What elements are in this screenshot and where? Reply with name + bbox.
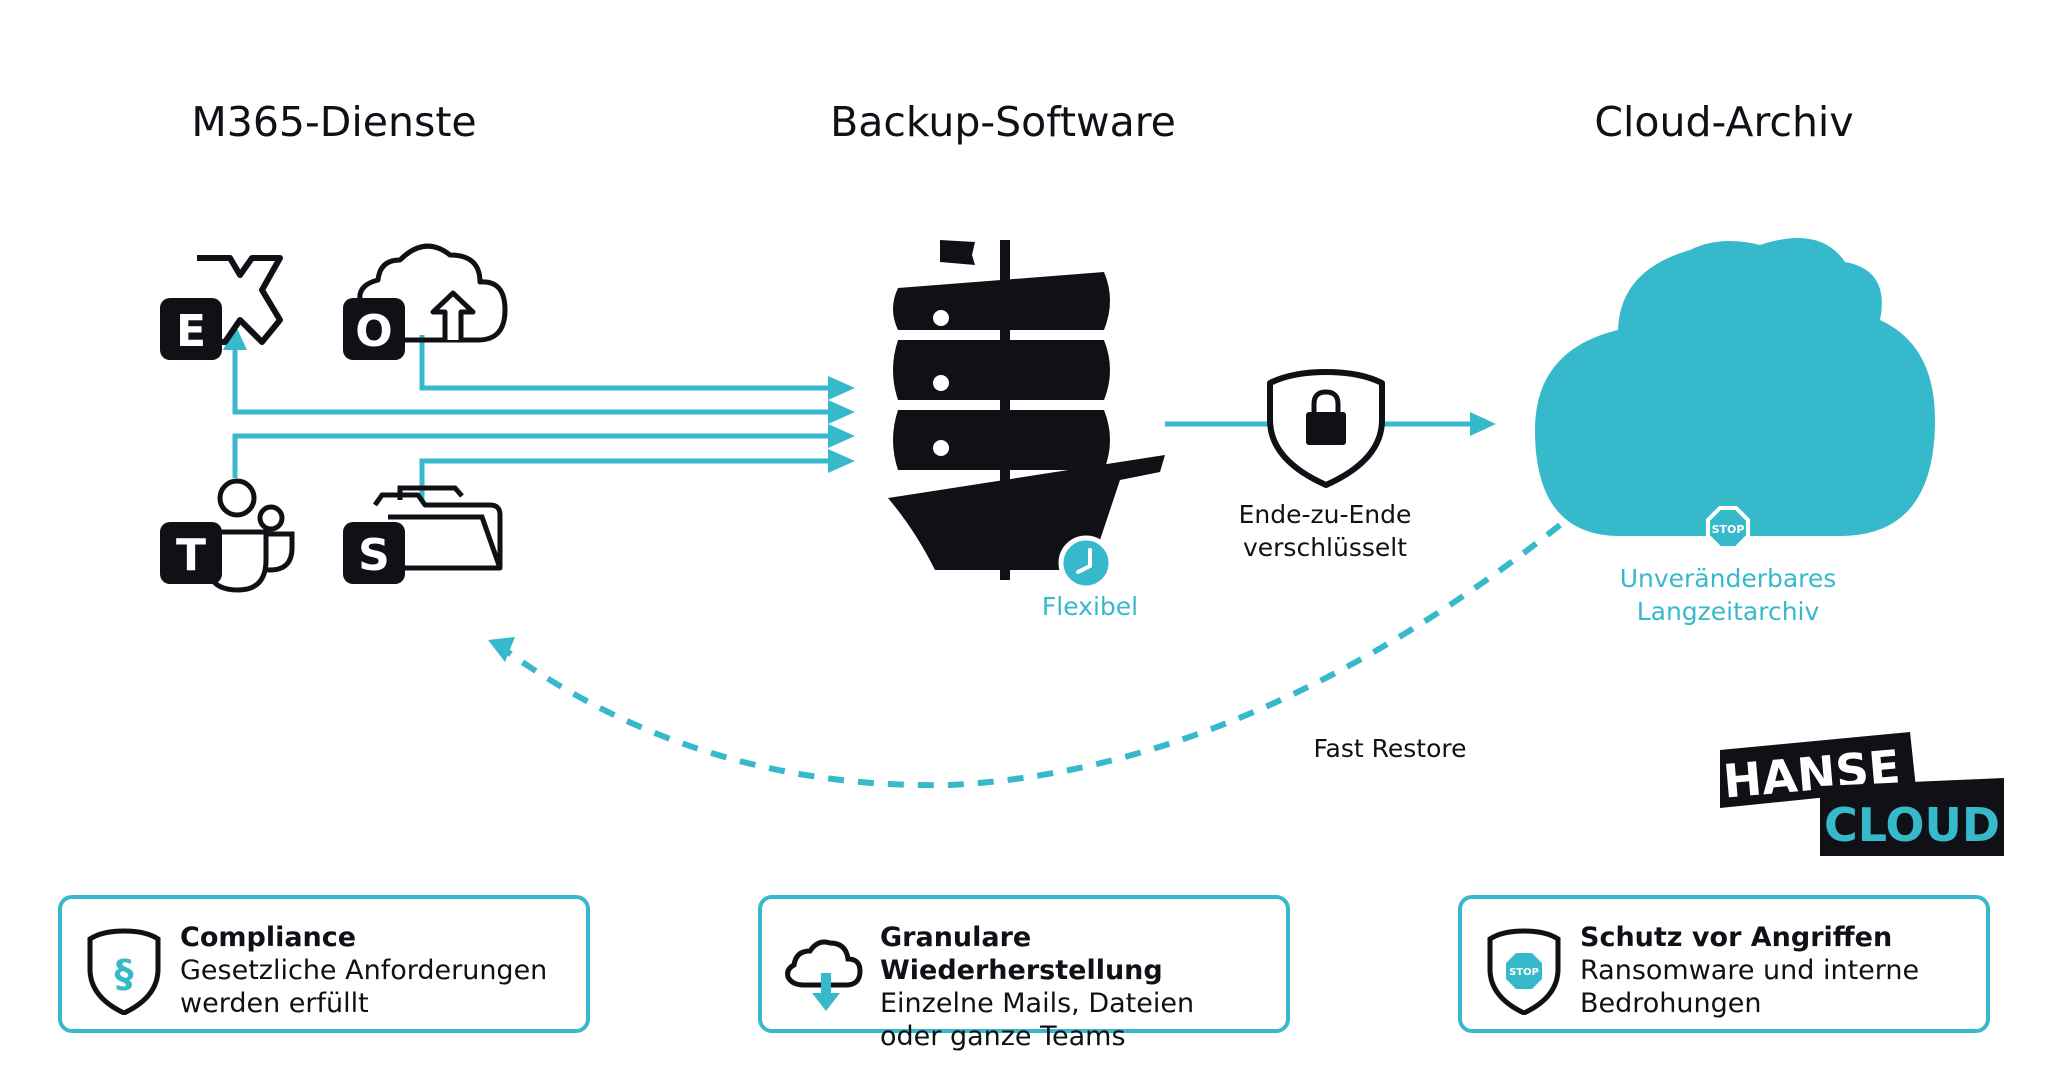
fast-restore-arrowhead	[488, 637, 515, 662]
fast-restore-arc	[503, 522, 1562, 789]
exchange-arrow-up	[223, 324, 247, 350]
sharepoint-letter: S	[358, 530, 390, 581]
card-granular-restore: Granulare Wiederherstellung Einzelne Mai…	[758, 895, 1290, 1052]
shield-stop-icon: STOP	[1487, 928, 1561, 1015]
stop-icon-text: STOP	[1509, 967, 1539, 978]
teams-connector	[232, 433, 828, 478]
connector-arrowheads	[223, 324, 855, 473]
paragraph-symbol: §	[115, 952, 134, 996]
card-granular-title: Granulare Wiederherstellung	[880, 922, 1163, 986]
column-title-backup: Backup-Software	[830, 98, 1176, 146]
card-attack-protection: STOP Schutz vor Angriffen Ransomware und…	[1458, 895, 1990, 1033]
flexibel-label: Flexibel	[1041, 592, 1139, 621]
card-compliance: § Compliance Gesetzliche Anforderungen w…	[58, 895, 590, 1033]
fast-restore-label: Fast Restore	[1313, 734, 1467, 763]
hansecloud-logo: HANSE CLOUD	[1720, 732, 2004, 856]
onedrive-connector	[419, 335, 828, 391]
exchange-icon: E	[160, 255, 283, 360]
encryption-arrow	[1165, 412, 1496, 436]
column-title-m365: M365-Dienste	[191, 98, 477, 146]
immutable-line1: Unveränderbares	[1619, 564, 1837, 593]
teams-letter: T	[176, 530, 206, 581]
teams-icon: T	[160, 478, 295, 593]
card-granular-line2: oder ganze Teams	[880, 1021, 1126, 1052]
encrypted-label: Ende-zu-Ende verschlüsselt	[1220, 498, 1430, 564]
cloud-archive-icon	[1535, 237, 1935, 536]
card-attack-line2: Bedrohungen	[1580, 988, 1762, 1019]
ship-icon	[888, 240, 1165, 580]
lock-shield-icon	[1267, 369, 1385, 488]
card-compliance-line1: Gesetzliche Anforderungen	[180, 955, 548, 986]
encrypted-line2: verschlüsselt	[1242, 533, 1408, 562]
card-compliance-title: Compliance	[180, 922, 357, 953]
clock-icon	[1058, 535, 1114, 591]
encrypted-line1: Ende-zu-Ende	[1238, 500, 1412, 529]
exchange-letter: E	[176, 306, 206, 357]
immutable-archive-label: Unveränderbares Langzeitarchiv	[1588, 562, 1868, 628]
card-granular-line1: Einzelne Mails, Dateien	[880, 988, 1195, 1019]
column-title-cloud: Cloud-Archiv	[1594, 98, 1854, 146]
stop-badge-text: STOP	[1712, 523, 1745, 536]
service-connectors	[232, 332, 828, 500]
sharepoint-connector	[419, 458, 828, 500]
cloud-download-icon	[785, 939, 863, 1011]
stop-badge-icon: STOP	[1706, 506, 1750, 550]
shield-paragraph-icon: §	[87, 928, 161, 1015]
exchange-connector	[232, 332, 828, 415]
immutable-line2: Langzeitarchiv	[1636, 597, 1820, 626]
logo-line2: CLOUD	[1824, 798, 2000, 852]
onedrive-icon: O	[343, 243, 508, 360]
card-compliance-line2: werden erfüllt	[180, 988, 369, 1019]
sharepoint-icon: S	[343, 485, 503, 584]
card-attack-line1: Ransomware und interne	[1580, 955, 1920, 986]
card-attack-title: Schutz vor Angriffen	[1580, 922, 1893, 953]
onedrive-letter: O	[355, 306, 392, 357]
